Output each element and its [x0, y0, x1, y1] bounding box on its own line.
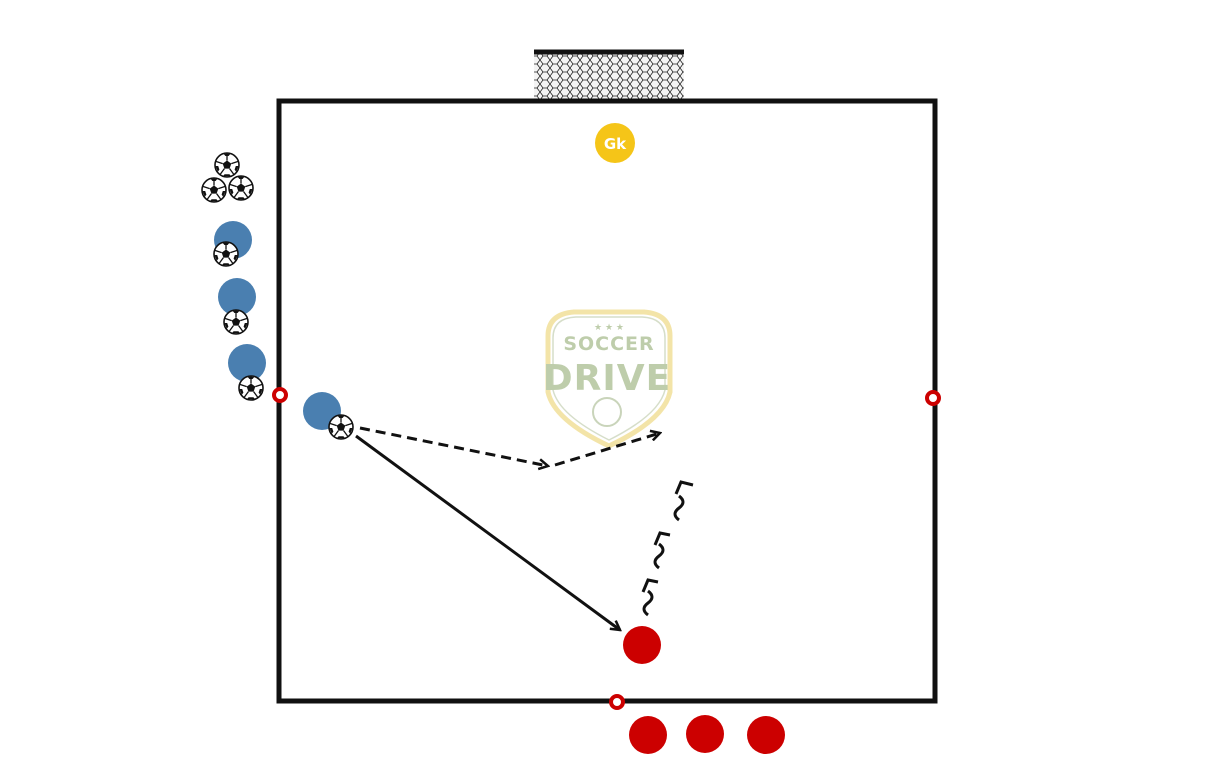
dribble-wave-1-head — [641, 578, 659, 593]
goal-icon — [534, 49, 684, 100]
dribble-arrow-head — [674, 480, 694, 495]
dribble-arrow — [641, 480, 694, 617]
ball-pile — [201, 152, 254, 203]
watermark-stars: ★ ★ ★ — [594, 323, 624, 333]
soccer-ball-icon — [214, 152, 240, 178]
soccer-ball-icon — [223, 309, 249, 335]
active-blue-player — [303, 392, 354, 440]
cone-right — [925, 390, 941, 406]
red-queue — [629, 715, 785, 754]
watermark-shield — [545, 309, 673, 449]
soccer-ball-icon — [201, 177, 227, 203]
run-arrow-segment-2 — [554, 433, 660, 467]
watermark-line2: DRIVE — [543, 358, 671, 399]
blue-player-icon — [228, 344, 266, 382]
soccer-ball-icon — [238, 375, 264, 401]
soccer-ball-icon — [328, 414, 354, 440]
watermark-shield-inner — [552, 316, 666, 441]
goalkeeper: Gk — [595, 123, 635, 163]
blue-queue — [213, 221, 266, 401]
red-player-icon — [747, 716, 785, 754]
watermark-line1: SOCCER — [563, 333, 654, 355]
pass-arrow — [355, 434, 620, 630]
soccer-ball-icon — [213, 241, 239, 267]
soccer-ball-icon — [228, 175, 254, 201]
watermark-logo: ★ ★ ★ SOCCER DRIVE — [543, 309, 673, 449]
red-player-icon — [623, 626, 661, 664]
dribble-wave-1 — [642, 589, 654, 617]
goalkeeper-label: Gk — [604, 135, 627, 153]
goal-net — [534, 52, 684, 100]
dribble-wave-2 — [653, 542, 665, 570]
red-player-icon — [686, 715, 724, 753]
goalkeeper-marker — [595, 123, 635, 163]
cone-bottom — [609, 694, 625, 710]
run-arrow — [359, 426, 660, 467]
cone-icon — [272, 387, 941, 710]
watermark-ball-icon — [592, 397, 622, 427]
red-player-icon — [629, 716, 667, 754]
dribble-wave-2-head — [653, 531, 671, 546]
blue-player-icon — [218, 278, 256, 316]
cone-left — [272, 387, 288, 403]
dribble-wave-3 — [673, 494, 685, 522]
